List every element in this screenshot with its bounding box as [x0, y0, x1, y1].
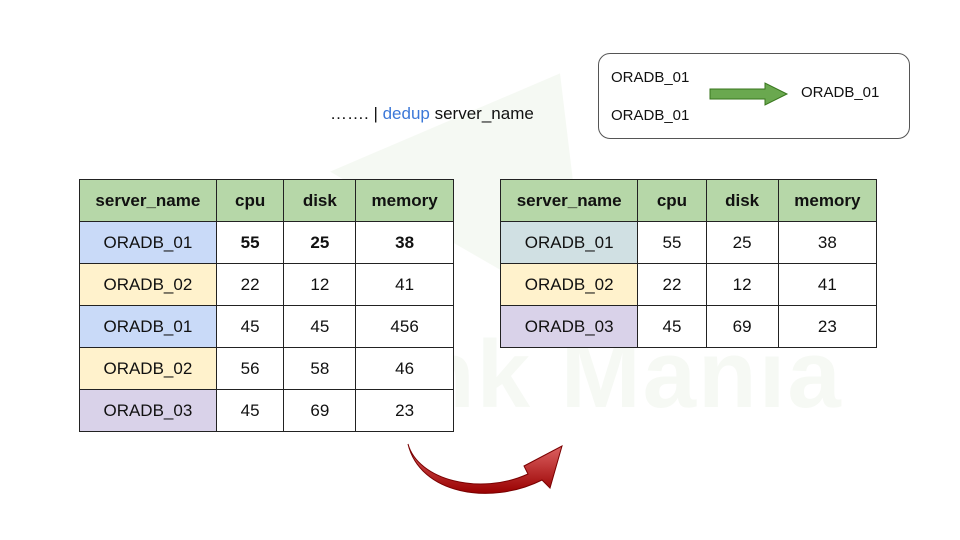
table-row: ORADB_03 45 69 23	[499, 305, 878, 348]
command-argument: server_name	[429, 104, 534, 123]
header-server-name: server_name	[499, 179, 639, 222]
table-row: ORADB_01 45 45 456	[79, 305, 454, 348]
table-row: ORADB_02 56 58 46	[79, 347, 454, 390]
memory-cell: 38	[777, 221, 878, 264]
legend-input-2: ORADB_01	[611, 107, 690, 124]
disk-cell: 12	[283, 263, 357, 306]
dedup-command: ……. | dedup server_name	[330, 104, 534, 124]
curved-arrow-icon	[407, 443, 563, 494]
server-name-cell: ORADB_01	[79, 305, 217, 348]
disk-cell: 25	[283, 221, 357, 264]
memory-cell: 41	[355, 263, 454, 306]
dedup-legend-box: ORADB_01 ORADB_01 ORADB_01	[598, 53, 910, 139]
command-prefix: ……. |	[330, 104, 383, 123]
table-row: ORADB_02 22 12 41	[79, 263, 454, 306]
memory-cell: 46	[355, 347, 454, 390]
header-disk: disk	[705, 179, 779, 222]
server-name-cell: ORADB_01	[79, 221, 217, 264]
memory-cell: 23	[777, 305, 878, 348]
table-row: ORADB_01 55 25 38	[499, 221, 878, 264]
memory-cell: 41	[777, 263, 878, 306]
cpu-cell: 45	[215, 305, 285, 348]
disk-cell: 69	[283, 389, 357, 432]
disk-cell: 25	[705, 221, 779, 264]
memory-cell: 456	[355, 305, 454, 348]
table-row: ORADB_03 45 69 23	[79, 389, 454, 432]
disk-cell: 58	[283, 347, 357, 390]
disk-cell: 12	[705, 263, 779, 306]
header-server-name: server_name	[79, 179, 217, 222]
server-name-cell: ORADB_01	[499, 221, 639, 264]
server-name-cell: ORADB_02	[79, 263, 217, 306]
table-row: ORADB_01 55 25 38	[79, 221, 454, 264]
cpu-cell: 45	[637, 305, 707, 348]
cpu-cell: 55	[637, 221, 707, 264]
legend-output: ORADB_01	[801, 84, 880, 101]
green-arrow-icon	[709, 82, 789, 106]
input-table: server_name cpu disk memory ORADB_01 55 …	[79, 179, 454, 432]
legend-input-1: ORADB_01	[611, 69, 690, 86]
memory-cell: 38	[355, 221, 454, 264]
header-memory: memory	[355, 179, 454, 222]
header-cpu: cpu	[637, 179, 707, 222]
server-name-cell: ORADB_02	[499, 263, 639, 306]
header-disk: disk	[283, 179, 357, 222]
disk-cell: 45	[283, 305, 357, 348]
cpu-cell: 45	[215, 389, 285, 432]
server-name-cell: ORADB_03	[79, 389, 217, 432]
server-name-cell: ORADB_03	[499, 305, 639, 348]
server-name-cell: ORADB_02	[79, 347, 217, 390]
header-memory: memory	[777, 179, 878, 222]
table-row: ORADB_02 22 12 41	[499, 263, 878, 306]
header-row: server_name cpu disk memory	[499, 179, 878, 222]
cpu-cell: 56	[215, 347, 285, 390]
cpu-cell: 55	[215, 221, 285, 264]
command-keyword: dedup	[382, 104, 430, 123]
cpu-cell: 22	[637, 263, 707, 306]
header-cpu: cpu	[215, 179, 285, 222]
deduped-table: server_name cpu disk memory ORADB_01 55 …	[499, 179, 878, 348]
disk-cell: 69	[705, 305, 779, 348]
memory-cell: 23	[355, 389, 454, 432]
cpu-cell: 22	[215, 263, 285, 306]
header-row: server_name cpu disk memory	[79, 179, 454, 222]
